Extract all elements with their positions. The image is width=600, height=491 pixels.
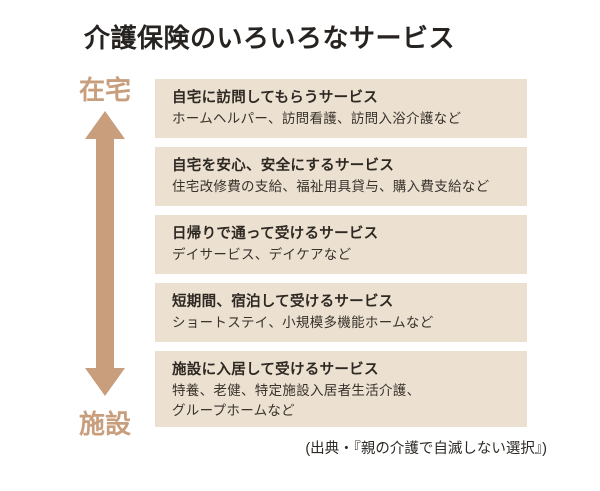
service-heading: 自宅に訪問してもらうサービス <box>172 90 379 106</box>
service-heading: 短期間、宿泊して受けるサービス <box>172 294 394 310</box>
service-detail: 特養、老健、特定施設入居者生活介護、 グループホームなど <box>172 383 421 418</box>
service-box-visit: 自宅に訪問してもらうサービス ホームヘルパー、訪問看護、訪問入浴介護など <box>155 79 527 138</box>
service-detail: 住宅改修費の支給、福祉用具貸与、購入費支給など <box>172 179 490 194</box>
home-facility-double-arrow-icon <box>75 105 135 402</box>
source-citation: (出典・『親の介護で自滅しない選択』) <box>305 441 547 457</box>
service-detail: ホームヘルパー、訪問看護、訪問入浴介護など <box>172 111 462 126</box>
scale-label-home: 在宅 <box>78 75 131 105</box>
page-title: 介護保険のいろいろなサービス <box>84 23 456 53</box>
service-box-short-stay: 短期間、宿泊して受けるサービス ショートステイ、小規模多機能ホームなど <box>155 283 527 342</box>
service-heading: 施設に入居して受けるサービス <box>172 362 379 378</box>
service-box-list: 自宅に訪問してもらうサービス ホームヘルパー、訪問看護、訪問入浴介護など 自宅を… <box>155 79 527 427</box>
scale-label-facility: 施設 <box>78 409 131 439</box>
service-detail: ショートステイ、小規模多機能ホームなど <box>172 315 434 330</box>
service-box-home-safety: 自宅を安心、安全にするサービス 住宅改修費の支給、福祉用具貸与、購入費支給など <box>155 147 527 206</box>
service-box-facility-residence: 施設に入居して受けるサービス 特養、老健、特定施設入居者生活介護、 グループホー… <box>155 351 527 427</box>
service-heading: 日帰りで通って受けるサービス <box>172 226 379 242</box>
service-heading: 自宅を安心、安全にするサービス <box>172 158 395 174</box>
service-box-day-service: 日帰りで通って受けるサービス デイサービス、デイケアなど <box>155 215 527 274</box>
service-detail: デイサービス、デイケアなど <box>172 247 352 262</box>
